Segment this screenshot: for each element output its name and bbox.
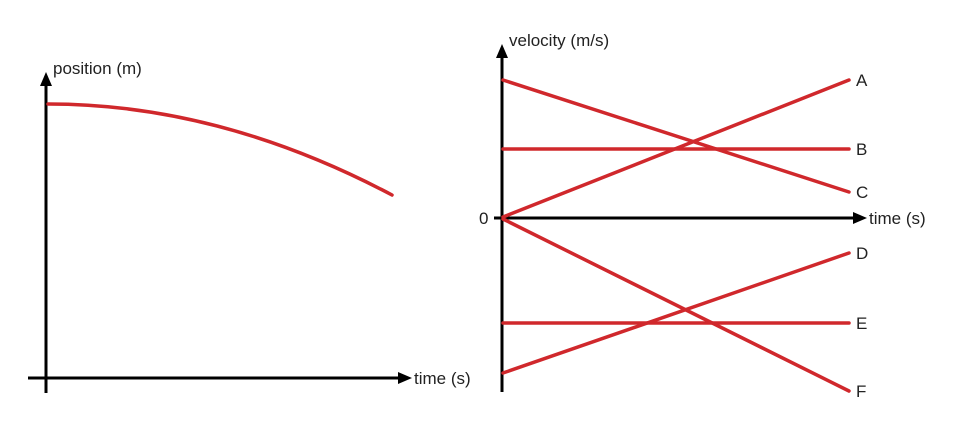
velocity-x-axis-label: time (s) bbox=[869, 209, 926, 228]
velocity-time-graph: velocity (m/s) time (s) 0 A B C D E F bbox=[479, 31, 926, 401]
velocity-line-f bbox=[501, 217, 851, 393]
velocity-line-c bbox=[501, 78, 851, 194]
position-curve bbox=[46, 102, 394, 197]
position-time-graph: position (m) time (s) bbox=[28, 59, 471, 393]
origin-label: 0 bbox=[479, 209, 488, 228]
line-label-f: F bbox=[856, 382, 866, 401]
line-label-e: E bbox=[856, 314, 867, 333]
line-label-b: B bbox=[856, 140, 867, 159]
position-y-axis-arrow bbox=[40, 72, 52, 86]
velocity-y-axis-arrow bbox=[496, 44, 508, 58]
position-x-axis-label: time (s) bbox=[414, 369, 471, 388]
position-y-axis-label: position (m) bbox=[53, 59, 142, 78]
velocity-y-axis-label: velocity (m/s) bbox=[509, 31, 609, 50]
line-label-a: A bbox=[856, 71, 868, 90]
position-x-axis-arrow bbox=[398, 372, 412, 384]
line-label-c: C bbox=[856, 183, 868, 202]
velocity-line-d bbox=[501, 251, 851, 375]
line-label-d: D bbox=[856, 244, 868, 263]
velocity-x-axis-arrow bbox=[853, 212, 867, 224]
